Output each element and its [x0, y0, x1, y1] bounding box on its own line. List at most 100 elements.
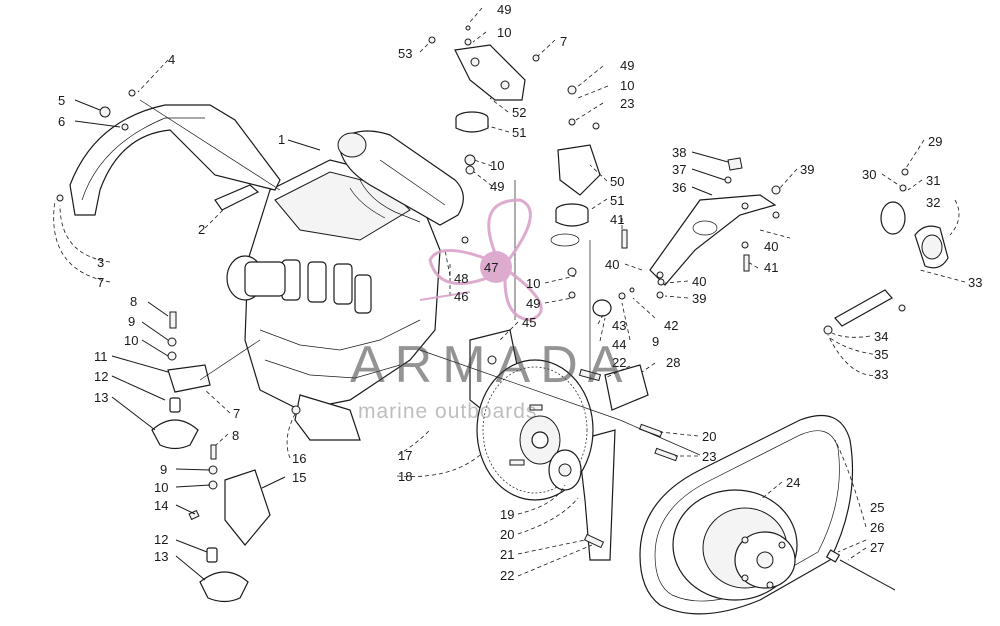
callout: 51 — [610, 193, 624, 208]
callout: 8 — [232, 428, 239, 443]
callout: 10 — [620, 78, 634, 93]
callout: 41 — [764, 260, 778, 275]
bracket-15 — [224, 469, 271, 546]
callout: 2 — [198, 222, 205, 237]
callout: 42 — [664, 318, 678, 333]
brand-wordmark: ARMADA — [350, 336, 633, 394]
callout: 38 — [672, 145, 686, 160]
callout: 23 — [702, 449, 716, 464]
callout: 7 — [233, 406, 240, 421]
callout: 3 — [97, 255, 104, 270]
callout: 17 — [398, 448, 412, 463]
callout: 5 — [58, 93, 65, 108]
callout: 41 — [610, 212, 624, 227]
belt-cover — [69, 104, 281, 216]
engine-block — [244, 159, 441, 441]
starter-motor — [226, 255, 286, 301]
callout: 16 — [292, 451, 306, 466]
callout: 29 — [928, 134, 942, 149]
intake-manifold — [337, 130, 464, 226]
callout: 25 — [870, 500, 884, 515]
callout: 21 — [500, 547, 514, 562]
bracket-28 — [604, 364, 649, 411]
callout: 47 — [484, 260, 498, 275]
callout: 49 — [490, 179, 504, 194]
callout: 11 — [94, 349, 108, 364]
callout: 43 — [612, 318, 626, 333]
callout: 44 — [612, 337, 626, 352]
callout: 37 — [672, 162, 686, 177]
callout: 53 — [398, 46, 412, 61]
callout: 4 — [168, 52, 175, 67]
callout: 33 — [874, 367, 888, 382]
callout: 10 — [154, 480, 168, 495]
callout: 15 — [292, 470, 306, 485]
callout: 8 — [130, 294, 137, 309]
callout-labels: 49 10 7 53 4 5 6 1 52 51 49 10 23 10 49 … — [58, 2, 982, 583]
callout: 14 — [154, 498, 168, 513]
callout: 13 — [154, 549, 168, 564]
callout: 7 — [97, 275, 104, 290]
callout: 20 — [500, 527, 514, 542]
drive-clutch — [672, 489, 798, 601]
callout: 13 — [94, 390, 108, 405]
callout: 52 — [512, 105, 526, 120]
callout: 9 — [128, 314, 135, 329]
brand-logo — [419, 198, 543, 322]
callout: 50 — [610, 174, 624, 189]
callout: 33 — [968, 275, 982, 290]
callout: 45 — [522, 315, 536, 330]
callout: 23 — [620, 96, 634, 111]
callout: 22 — [500, 568, 514, 583]
callout: 27 — [870, 540, 884, 555]
callout: 10 — [497, 25, 511, 40]
callout: 51 — [512, 125, 526, 140]
callout: 10 — [124, 333, 138, 348]
callout: 40 — [692, 274, 706, 289]
engine-mount-top — [454, 44, 601, 247]
callout: 10 — [490, 158, 504, 173]
callout: 12 — [154, 532, 168, 547]
callout: 32 — [926, 195, 940, 210]
callout: 6 — [58, 114, 65, 129]
callout: 24 — [786, 475, 800, 490]
engine-arm-bracket — [649, 194, 777, 286]
callout: 40 — [605, 257, 619, 272]
callout: 9 — [160, 462, 167, 477]
callout: 46 — [454, 289, 468, 304]
callout: 18 — [398, 469, 412, 484]
bolt-27 — [825, 549, 896, 591]
bracket-cup-32 — [880, 201, 949, 269]
callout: 31 — [926, 173, 940, 188]
engine-mount-lower-2 — [199, 547, 249, 603]
callout: 35 — [874, 347, 888, 362]
callout: 26 — [870, 520, 884, 535]
callout: 30 — [862, 167, 876, 182]
callout: 19 — [500, 507, 514, 522]
shaft-34 — [834, 289, 893, 327]
bracket-2 — [214, 184, 260, 211]
callout: 40 — [764, 239, 778, 254]
callout: 48 — [454, 271, 468, 286]
callout: 49 — [497, 2, 511, 17]
hub — [548, 449, 582, 491]
callout: 22 — [612, 355, 626, 370]
callout: 20 — [702, 429, 716, 444]
callout: 9 — [652, 334, 659, 349]
callout: 39 — [800, 162, 814, 177]
engine-mount-lower-1 — [151, 364, 211, 450]
callout: 1 — [278, 132, 285, 147]
callout: 28 — [666, 355, 680, 370]
callout: 34 — [874, 329, 888, 344]
plate-21 — [577, 429, 616, 561]
callout: 49 — [526, 296, 540, 311]
fasteners — [56, 25, 909, 549]
callout: 49 — [620, 58, 634, 73]
callout: 39 — [692, 291, 706, 306]
callout: 7 — [560, 34, 567, 49]
brand-tagline: marine outboards — [358, 400, 538, 423]
callout: 12 — [94, 369, 108, 384]
callout: 10 — [526, 276, 540, 291]
callout: 36 — [672, 180, 686, 195]
